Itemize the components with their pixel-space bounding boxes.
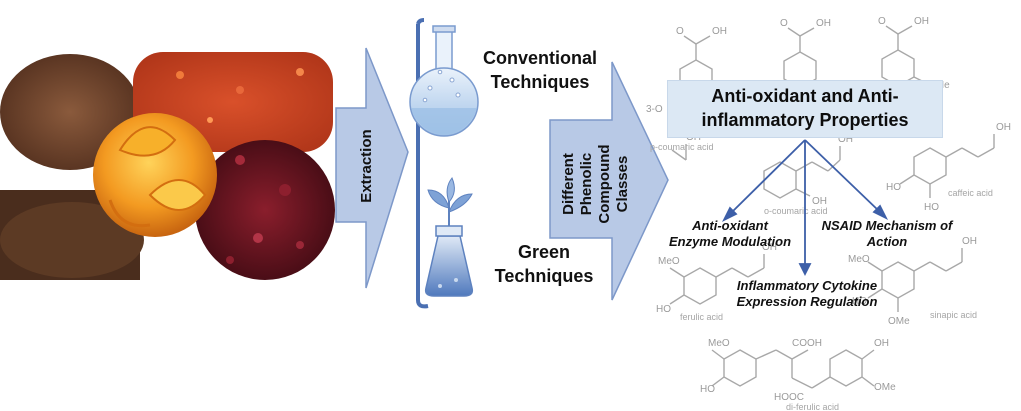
mechanism-connectors — [721, 139, 889, 277]
berry-speck — [296, 241, 304, 249]
meo-label: MeO — [658, 256, 680, 267]
ferulic-structure — [669, 254, 765, 305]
green-line: Green — [517, 242, 571, 262]
berry-speck — [253, 233, 263, 243]
sinapic-name: sinapic acid — [930, 310, 977, 320]
meo-label: MeO — [708, 338, 730, 349]
mechanism-line: Enzyme Modulation — [668, 234, 792, 249]
classes-line: Classes — [614, 155, 631, 213]
classes-line: Different — [560, 153, 577, 215]
sinapic-structure — [867, 248, 963, 312]
p-coumaric-name: p-coumaric acid — [650, 142, 714, 152]
caffeic-structure — [899, 134, 995, 198]
oh-label: OH — [712, 26, 727, 37]
oh-label: OH — [762, 242, 777, 253]
o-label: O — [878, 16, 886, 27]
pepper-speck — [236, 86, 244, 94]
properties-title: Anti-oxidant and Anti- inflammatory Prop… — [667, 84, 943, 132]
ferulic-name: ferulic acid — [680, 312, 723, 322]
oh-label: OH — [816, 18, 831, 29]
dried-berries-pile — [195, 140, 335, 280]
o-label: O — [780, 18, 788, 29]
berry-speck — [235, 155, 245, 165]
pepper-speck — [207, 117, 213, 123]
berry-speck — [279, 184, 291, 196]
cooh-label: COOH — [792, 338, 822, 349]
mechanism-line: Anti-oxidant — [692, 218, 768, 233]
biomass-photo-collage — [0, 52, 335, 280]
conventional-techniques-label: Conventional Techniques — [470, 46, 610, 94]
techniques-line: Techniques — [490, 72, 590, 92]
orange-slice-3 — [108, 199, 151, 228]
berry-speck — [226, 256, 234, 264]
conventional-flask-icon — [409, 25, 479, 137]
o-coumaric-structure — [763, 146, 841, 199]
oh-label: OH — [838, 134, 853, 145]
pepper-speck — [176, 71, 184, 79]
chemical-text-labels: OH OH OH O O O OMe 3-O OH HO HO OH OH OH… — [646, 16, 1011, 411]
oh-label: OH — [996, 122, 1011, 133]
orange-slice-2 — [148, 179, 207, 211]
pepper-speck — [296, 68, 304, 76]
o-label: O — [676, 26, 684, 37]
mechanism-antioxidant-enzyme: Anti-oxidant Enzyme Modulation — [666, 218, 794, 250]
phenolic-classes-arrow — [549, 61, 669, 301]
ho-label: HO — [656, 304, 671, 315]
ho-label: HO — [886, 182, 901, 193]
mechanism-line: Action — [866, 234, 908, 249]
mechanism-line: Expression Regulation — [736, 294, 878, 309]
mechanism-line: Inflammatory Cytokine — [736, 278, 878, 293]
techniques-line: Techniques — [494, 266, 594, 286]
caffeic-name: caffeic acid — [948, 188, 993, 198]
syringic-structure-top — [881, 25, 929, 87]
orange-slice-1 — [118, 126, 177, 157]
properties-title-line-1: Anti-oxidant and Anti- — [711, 86, 899, 106]
classes-text: Different Phenolic Compound Classes — [560, 116, 632, 252]
classes-line: Phenolic — [578, 152, 595, 216]
chemical-structures — [669, 25, 995, 389]
ho-label: HO — [700, 384, 715, 395]
properties-box — [667, 80, 943, 138]
oh-label: OH — [914, 16, 929, 27]
ho-label: HO — [852, 296, 867, 307]
classes-line: Compound — [596, 144, 613, 224]
ome-label: OMe — [888, 316, 910, 327]
conventional-line: Conventional — [482, 48, 597, 68]
oh-label: OH — [874, 338, 889, 349]
hooc-label: HOOC — [774, 392, 804, 403]
oh-label: OH — [962, 236, 977, 247]
green-flask-icon — [424, 177, 474, 297]
ho-label: HO — [924, 202, 939, 213]
mechanism-nsaid: NSAID Mechanism of Action — [812, 218, 962, 250]
mechanism-cytokine-regulation: Inflammatory Cytokine Expression Regulat… — [724, 278, 890, 310]
phenolic-classes-label: Different Phenolic Compound Classes — [560, 116, 632, 252]
extraction-label: Extraction — [358, 129, 375, 203]
di-ferulic-structure — [711, 349, 875, 389]
benzoic-structure-top — [783, 27, 817, 89]
ground-powder-pile — [0, 202, 144, 278]
oh-label: OH — [812, 196, 827, 207]
extraction-arrow — [335, 47, 409, 289]
mechanism-line: NSAID Mechanism of — [821, 218, 953, 233]
green-techniques-label: Green Techniques — [484, 240, 604, 288]
di-ferulic-name: di-ferulic acid — [786, 402, 839, 411]
p-coumaric-structure-mid — [671, 144, 687, 161]
properties-title-line-2: inflammatory Properties — [701, 110, 909, 130]
three-o-label: 3-O — [646, 104, 663, 115]
techniques-bracket — [416, 18, 429, 309]
meo-label: MeO — [848, 254, 870, 265]
o-coumaric-name: o-coumaric acid — [764, 206, 828, 216]
ome-label: OMe — [874, 382, 896, 393]
